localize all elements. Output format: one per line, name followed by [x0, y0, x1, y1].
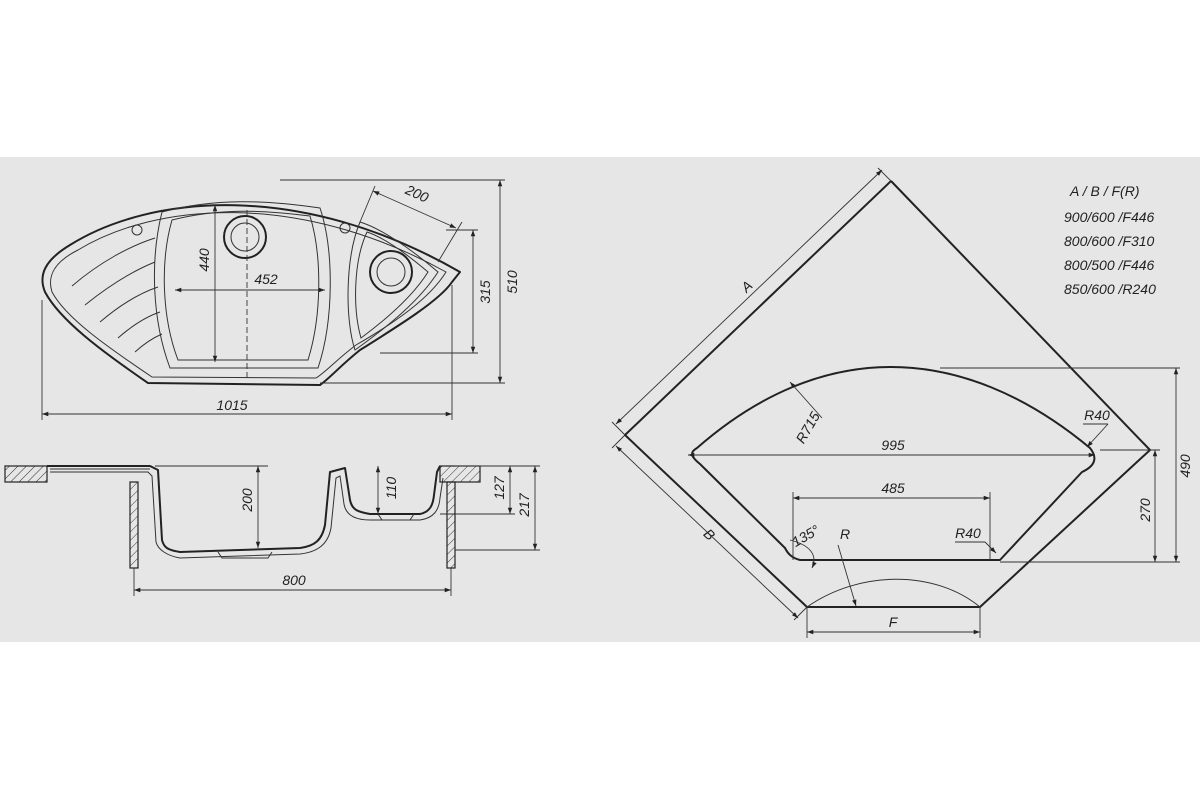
- size-table-row-2: 800/600 /F310: [1064, 233, 1155, 249]
- dim-200-top: 200: [402, 181, 431, 206]
- dim-110: 110: [383, 477, 399, 500]
- dim-490: 490: [1177, 454, 1193, 478]
- size-table-row-4: 850/600 /R240: [1064, 281, 1156, 297]
- side-view-dimensions: [133, 465, 540, 596]
- dim-1015: 1015: [216, 397, 247, 413]
- dim-270: 270: [1137, 498, 1153, 523]
- label-R40-top: R40: [1084, 407, 1110, 423]
- size-table-row-3: 800/500 /F446: [1064, 257, 1155, 273]
- dim-200-depth: 200: [239, 488, 255, 513]
- label-135-degrees: 135°: [789, 521, 822, 550]
- dim-510: 510: [504, 270, 520, 294]
- dim-452: 452: [254, 271, 278, 287]
- dim-800: 800: [282, 572, 306, 588]
- size-table-row-1: 900/600 /F446: [1064, 209, 1155, 225]
- size-table-header: A / B / F(R): [1069, 183, 1139, 199]
- sink-top-view: [41, 201, 461, 386]
- drawing-background: [0, 157, 1200, 642]
- dim-315: 315: [477, 280, 493, 304]
- dim-995: 995: [881, 437, 905, 453]
- cutout-view: [611, 167, 1180, 638]
- dim-127: 127: [491, 475, 507, 500]
- top-view-dimensions: [41, 179, 505, 420]
- dim-440: 440: [196, 248, 212, 272]
- label-F: F: [889, 614, 899, 630]
- dim-217: 217: [516, 492, 532, 518]
- label-R40-bottom: R40: [955, 525, 981, 541]
- dim-485: 485: [881, 480, 905, 496]
- sink-side-section: [4, 465, 481, 569]
- label-R: R: [840, 526, 850, 542]
